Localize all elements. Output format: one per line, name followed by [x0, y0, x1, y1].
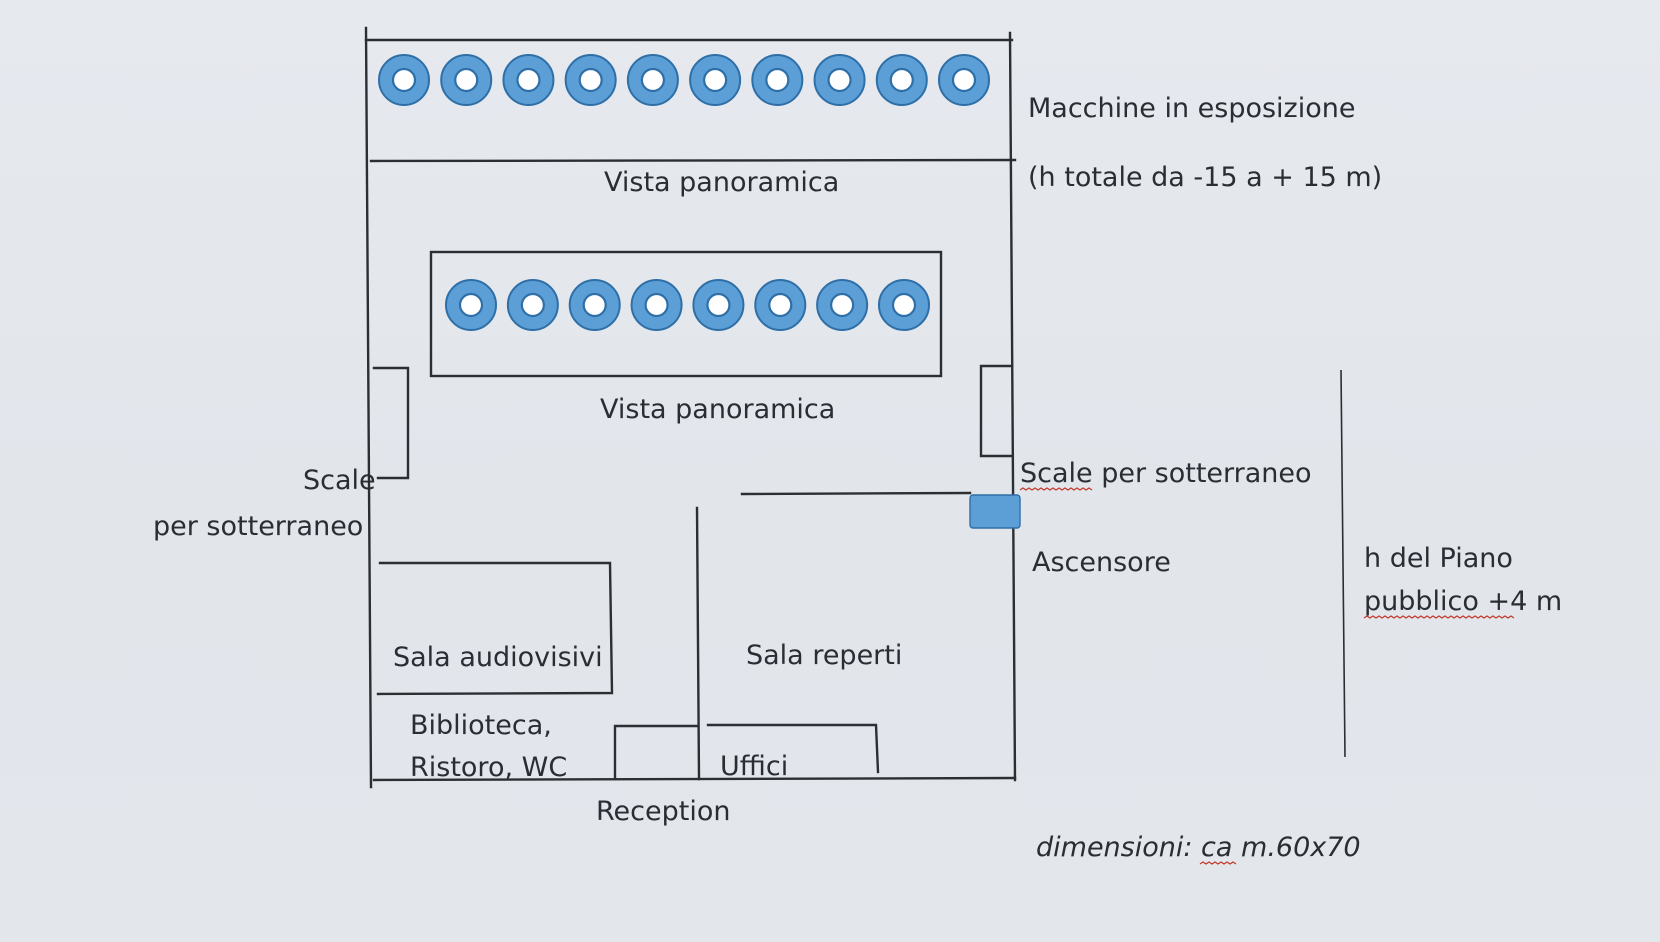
- left-stairs: [372, 366, 410, 480]
- spellcheck-squiggle: [1199, 861, 1237, 865]
- label-macchine-in-esposizione: Macchine in esposizione: [1028, 93, 1355, 124]
- label-vista-panoramica-middle: Vista panoramica: [600, 394, 835, 425]
- spellcheck-squiggle: [1363, 615, 1515, 619]
- label-dimensioni: dimensioni: ca m.60x70: [1036, 832, 1361, 863]
- label-h-totale: (h totale da -15 a + 15 m): [1028, 162, 1382, 193]
- label-reception: Reception: [596, 796, 730, 827]
- machine-icon: [754, 279, 807, 331]
- label-h-piano-2: pubblico +4 m: [1364, 586, 1562, 617]
- label-scale-right: Scale per sotterraneo: [1020, 458, 1312, 489]
- machine-icon: [378, 54, 430, 106]
- machine-icon: [445, 279, 497, 331]
- label-scale-left-2: per sotterraneo: [153, 511, 363, 542]
- label-h-piano-1: h del Piano: [1364, 543, 1513, 574]
- label-sala-reperti: Sala reperti: [746, 640, 902, 671]
- right-stairs: [979, 364, 1014, 458]
- outer-walls: [364, 26, 1017, 789]
- label-sala-audiovisivi: Sala audiovisivi: [393, 642, 603, 673]
- label-scale-left-1: Scale: [303, 465, 376, 496]
- machine-icon: [816, 279, 869, 331]
- machines-middle-row: [445, 279, 930, 331]
- machine-icon: [813, 54, 866, 106]
- label-uffici: Uffici: [720, 751, 788, 782]
- label-biblioteca-1: Biblioteca,: [410, 710, 552, 741]
- machine-icon: [568, 279, 621, 331]
- height-indicator-line: [1340, 369, 1346, 758]
- machine-icon: [564, 54, 617, 106]
- interior-walls: [376, 491, 972, 781]
- machine-icon: [502, 54, 555, 106]
- machine-icon: [692, 279, 745, 331]
- machine-icon: [626, 54, 679, 106]
- spellcheck-squiggle: [1019, 487, 1093, 491]
- machine-icon: [689, 54, 742, 106]
- machine-icon: [506, 279, 559, 331]
- machine-icon: [440, 54, 493, 106]
- machines-top-row: [378, 54, 990, 106]
- machine-icon: [938, 54, 990, 106]
- machine-icon: [630, 279, 683, 331]
- machine-icon: [751, 54, 804, 106]
- middle-machine-box: [429, 250, 943, 378]
- machine-icon: [875, 54, 928, 106]
- machine-icon: [878, 279, 930, 331]
- spellcheck-underlines: [1019, 487, 1515, 865]
- elevator: [969, 494, 1021, 529]
- panorama-divider-top: [369, 158, 1017, 163]
- label-biblioteca-2: Ristoro, WC: [410, 752, 567, 783]
- label-ascensore: Ascensore: [1032, 547, 1171, 578]
- label-vista-panoramica-top: Vista panoramica: [604, 167, 839, 198]
